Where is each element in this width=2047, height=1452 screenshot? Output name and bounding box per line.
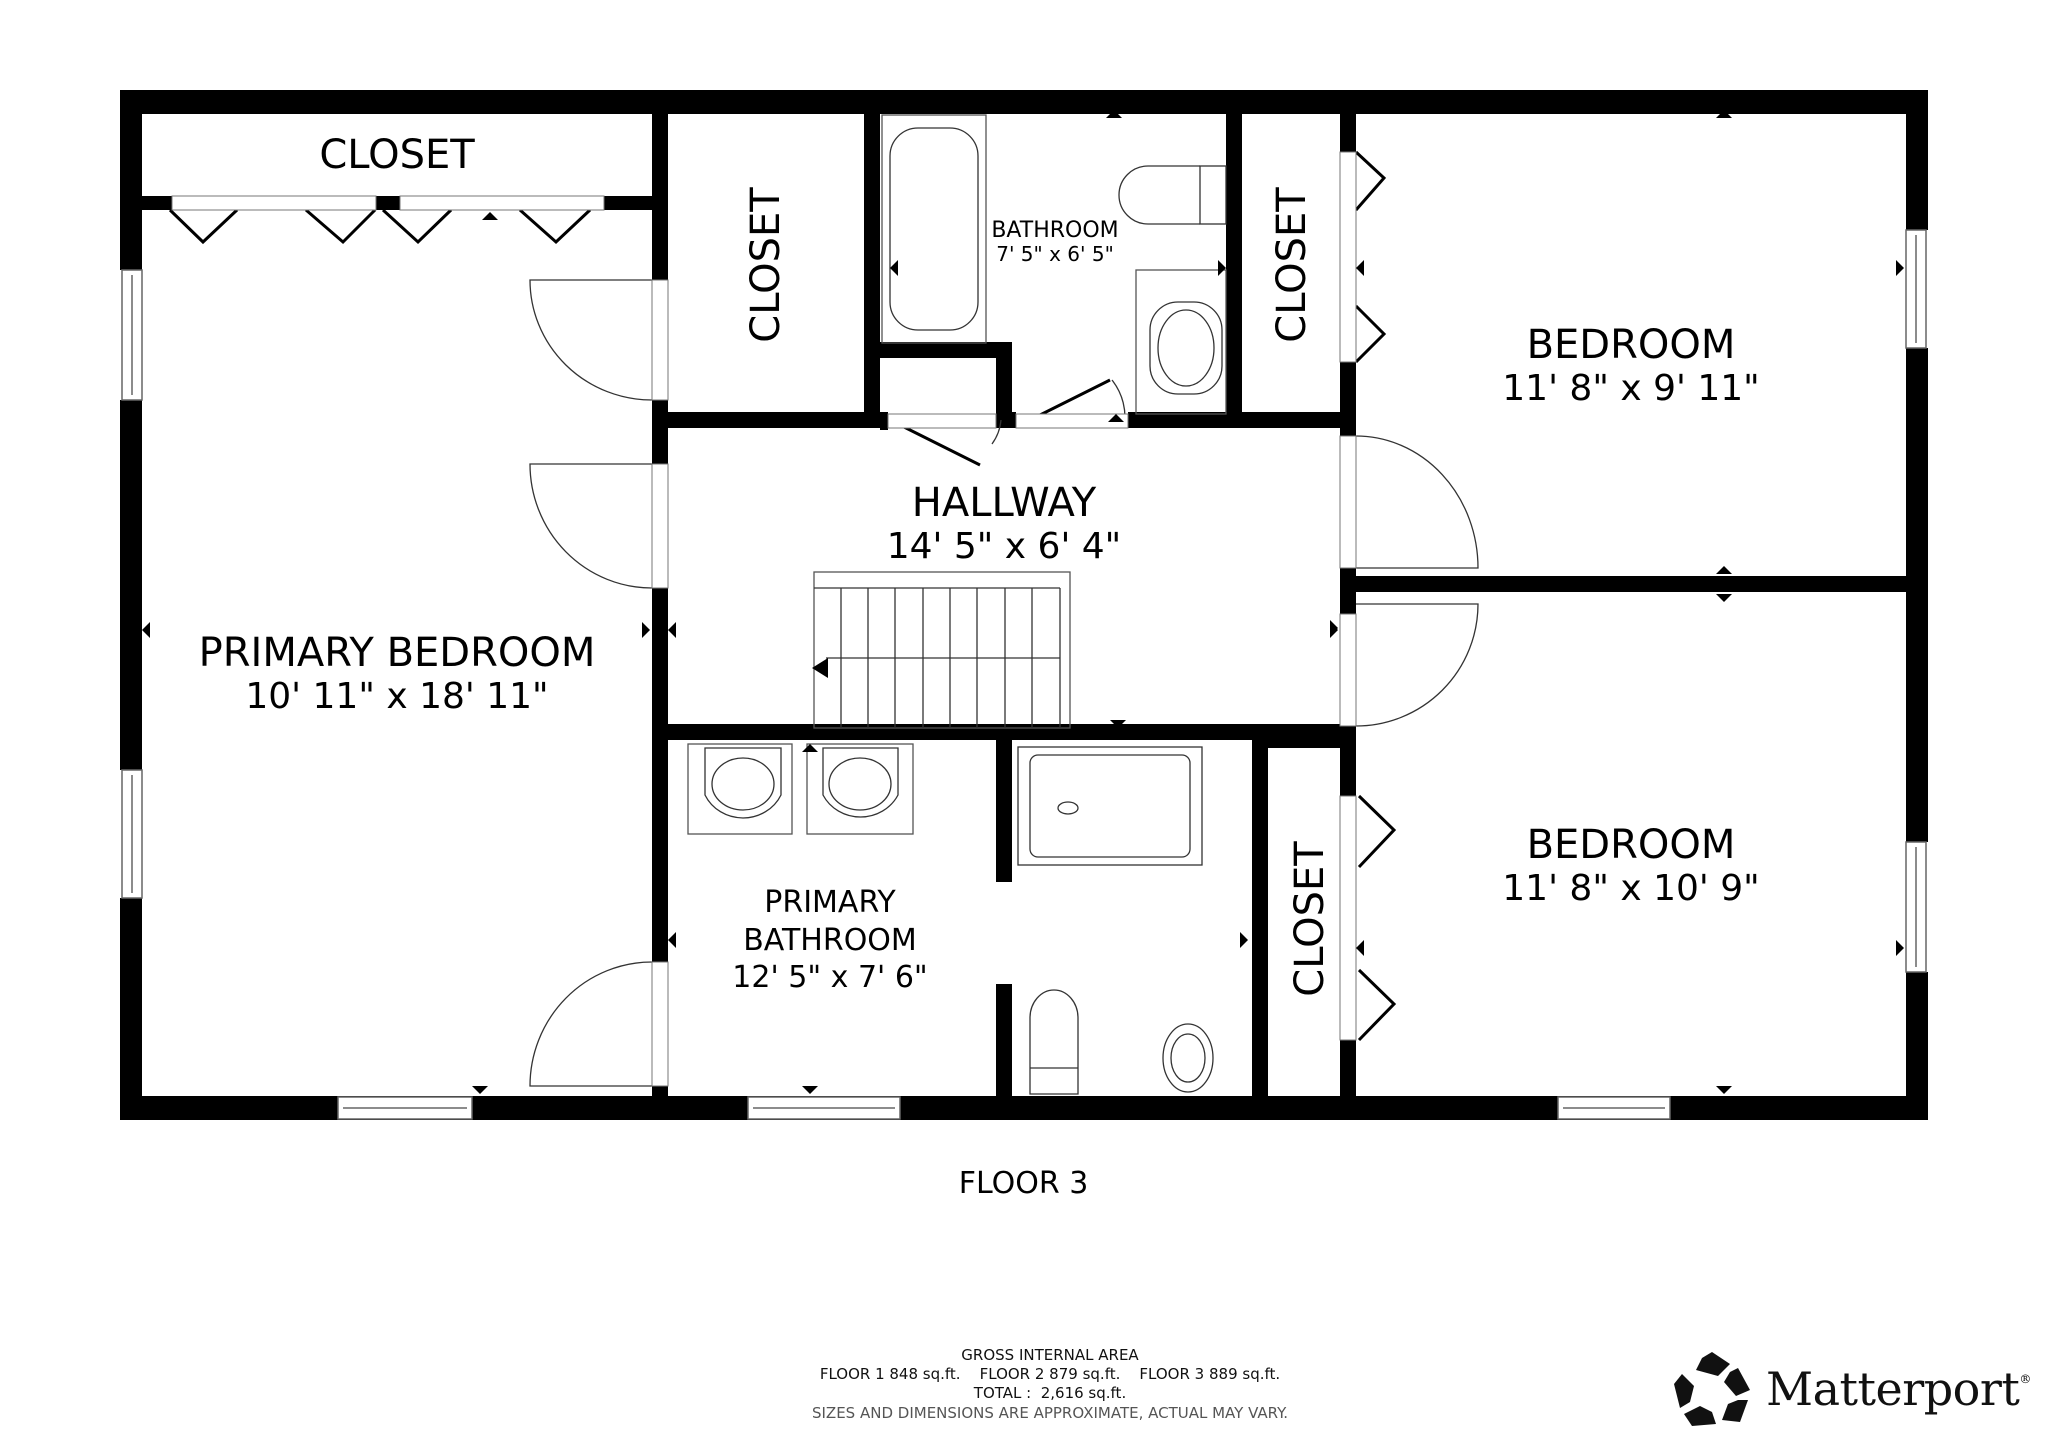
- room-name: HALLWAY: [911, 480, 1097, 526]
- room-name: BEDROOM: [1526, 822, 1736, 868]
- room-dimensions: 11' 8" x 10' 9": [1502, 868, 1760, 909]
- windows: [121, 229, 1927, 1120]
- floor-label: FLOOR 3: [958, 1166, 1089, 1201]
- area-disclaimer: SIZES AND DIMENSIONS ARE APPROXIMATE, AC…: [811, 1404, 1288, 1423]
- room-label-closet-top-left: CLOSET: [319, 132, 475, 178]
- brand-name: Matterport®: [1766, 1362, 2031, 1416]
- matterport-pentagon-logo-icon: [1674, 1352, 1750, 1426]
- room-name-line-2: BATHROOM: [743, 922, 917, 958]
- room-label-primary-bathroom: PRIMARY BATHROOM 12' 5" x 7' 6": [700, 884, 960, 997]
- fixtures: [687, 114, 1227, 1095]
- room-name: BEDROOM: [1526, 322, 1736, 368]
- room-name: BATHROOM: [991, 218, 1119, 243]
- room-dimensions: 14' 5" x 6' 4": [886, 526, 1122, 567]
- room-label-bathroom: BATHROOM 7' 5" x 6' 5": [960, 218, 1150, 266]
- room-label-primary-bedroom: PRIMARY BEDROOM 10' 11" x 18' 11": [142, 630, 652, 717]
- area-total: TOTAL : 2,616 sq.ft.: [973, 1383, 1127, 1402]
- room-label-bedroom-1: BEDROOM 11' 8" x 9' 11": [1356, 322, 1906, 409]
- area-floors: FLOOR 1 848 sq.ft. FLOOR 2 879 sq.ft. FL…: [819, 1364, 1281, 1383]
- room-label-hallway: HALLWAY 14' 5" x 6' 4": [668, 480, 1340, 567]
- room-dimensions: 10' 11" x 18' 11": [245, 676, 549, 717]
- room-label-bedroom-2: BEDROOM 11' 8" x 10' 9": [1356, 822, 1906, 909]
- room-label-closet-top-right: CLOSET: [1269, 187, 1315, 343]
- room-name: PRIMARY BEDROOM: [198, 630, 596, 676]
- registered-mark: ®: [2019, 1372, 2031, 1386]
- dimension-markers: [142, 110, 1904, 1094]
- room-name-line-1: PRIMARY: [764, 885, 896, 920]
- room-dimensions: 7' 5" x 6' 5": [996, 242, 1114, 267]
- room-dimensions: 12' 5" x 7' 6": [732, 960, 928, 995]
- room-label-closet-bottom: CLOSET: [1287, 841, 1333, 997]
- area-title: GROSS INTERNAL AREA: [961, 1346, 1139, 1364]
- doors: [529, 279, 1479, 1087]
- room-dimensions: 11' 8" x 9' 11": [1502, 368, 1760, 409]
- closet-door-tracks: [171, 151, 1357, 1087]
- gross-internal-area: GROSS INTERNAL AREA FLOOR 1 848 sq.ft. F…: [700, 1346, 1400, 1423]
- room-label-closet-top-middle: CLOSET: [743, 187, 789, 343]
- matterport-brand: Matterport®: [1672, 1350, 2031, 1428]
